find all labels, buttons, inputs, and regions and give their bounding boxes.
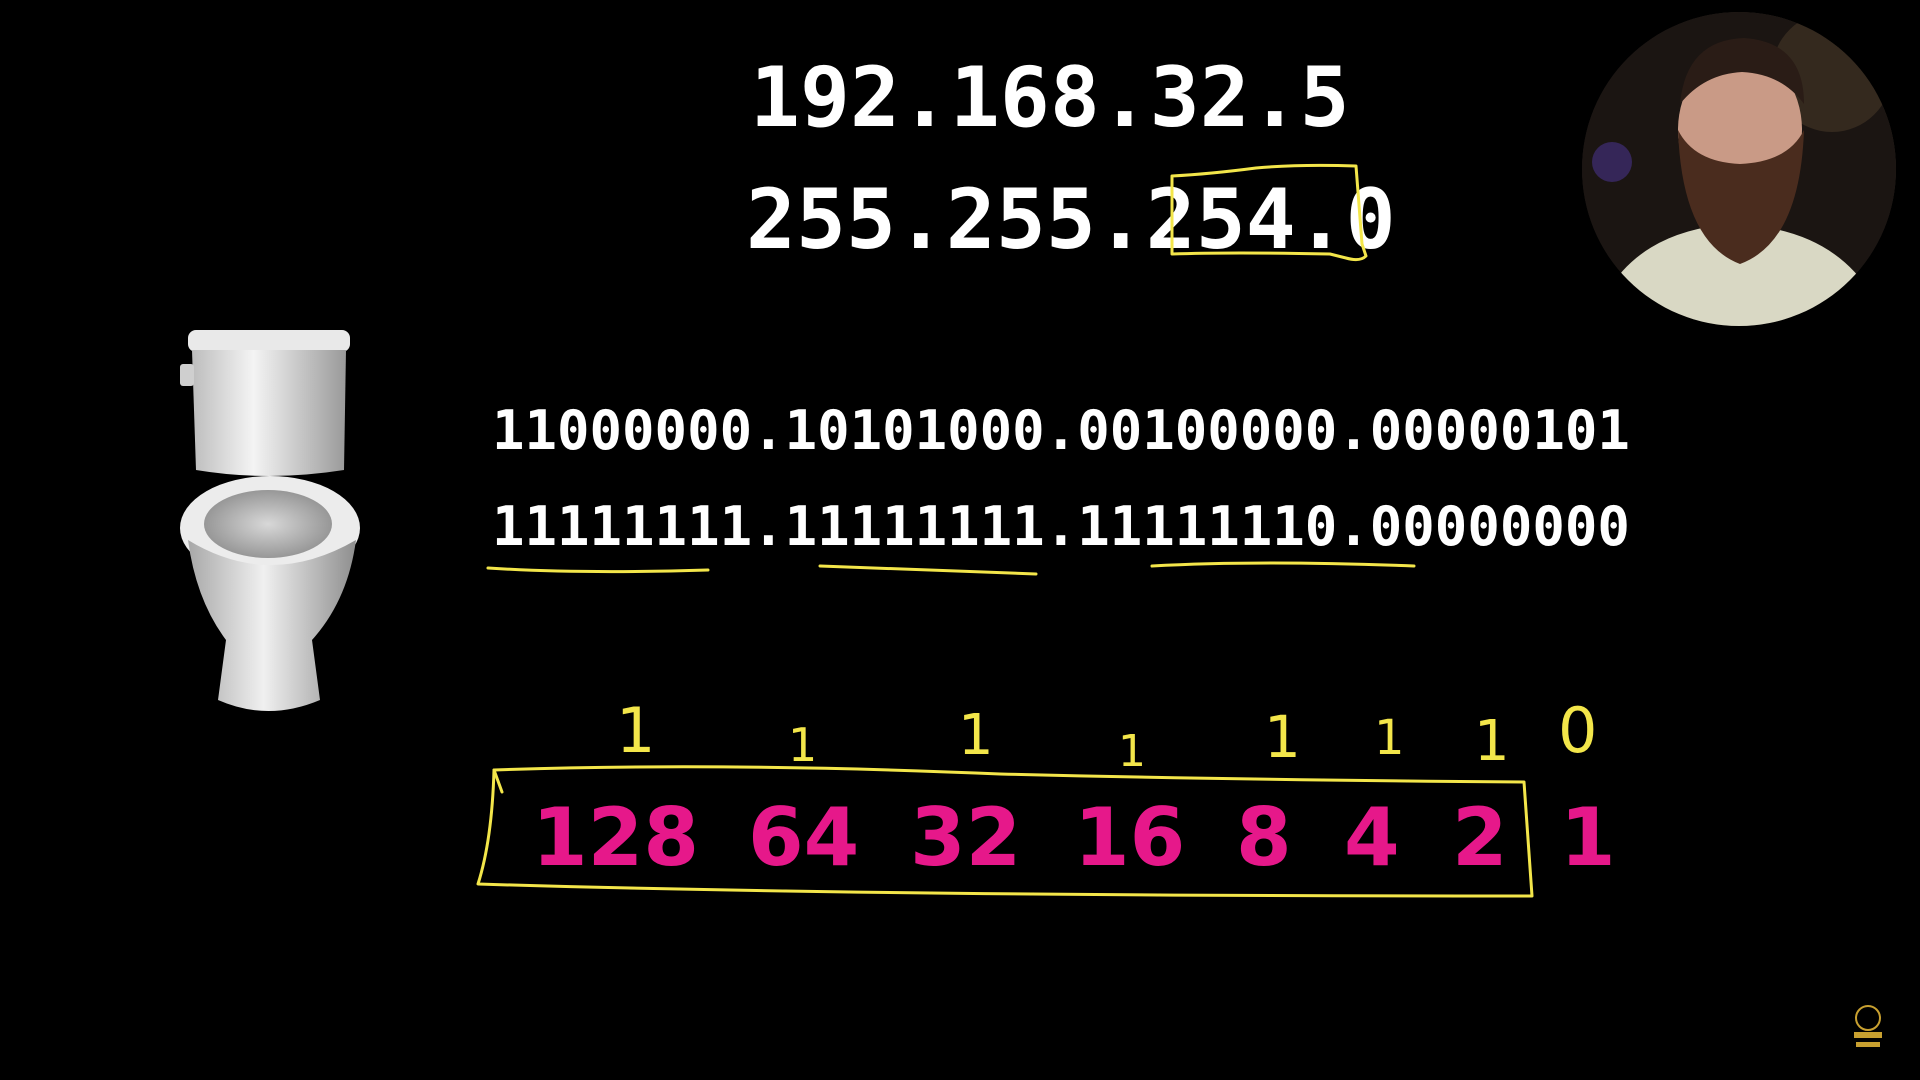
place-value-64: 64 — [748, 791, 860, 884]
mask-binary: 11111111.11111111.11111110.00000000 — [492, 495, 1630, 558]
subnet-mask-prefix: 255.255. — [746, 171, 1146, 268]
bit-mark-8: 1 — [1264, 703, 1301, 771]
subnet-mask: 255.255.254.0 — [746, 178, 1396, 261]
place-value-16: 16 — [1074, 791, 1186, 884]
presenter-webcam — [1582, 12, 1896, 326]
bit-mark-64: 1 — [788, 718, 818, 772]
bit-mark-128: 1 — [616, 694, 656, 767]
place-value-4: 4 — [1344, 791, 1400, 884]
toilet-icon — [180, 330, 360, 711]
bit-mark-2: 1 — [1474, 709, 1510, 774]
ip-binary: 11000000.10101000.00100000.00000101 — [492, 399, 1630, 462]
subnet-mask-highlight: 254 — [1145, 171, 1296, 268]
place-value-1: 1 — [1560, 791, 1616, 884]
place-value-8: 8 — [1236, 791, 1292, 884]
place-value-128: 128 — [532, 791, 699, 884]
bit-mark-4: 1 — [1374, 710, 1405, 766]
subnet-mask-suffix: .0 — [1295, 171, 1396, 268]
bit-mark-1: 0 — [1558, 694, 1598, 767]
place-value-32: 32 — [910, 791, 1022, 884]
bit-mark-16: 1 — [1118, 726, 1146, 777]
underline-octet-3 — [1150, 561, 1416, 568]
underline-octet-1 — [486, 566, 710, 574]
channel-logo-icon — [1842, 1000, 1894, 1056]
place-value-2: 2 — [1452, 791, 1508, 884]
bit-mark-32: 1 — [958, 703, 994, 768]
ip-address: 192.168.32.5 — [750, 49, 1350, 146]
underline-octet-2 — [818, 564, 1038, 576]
